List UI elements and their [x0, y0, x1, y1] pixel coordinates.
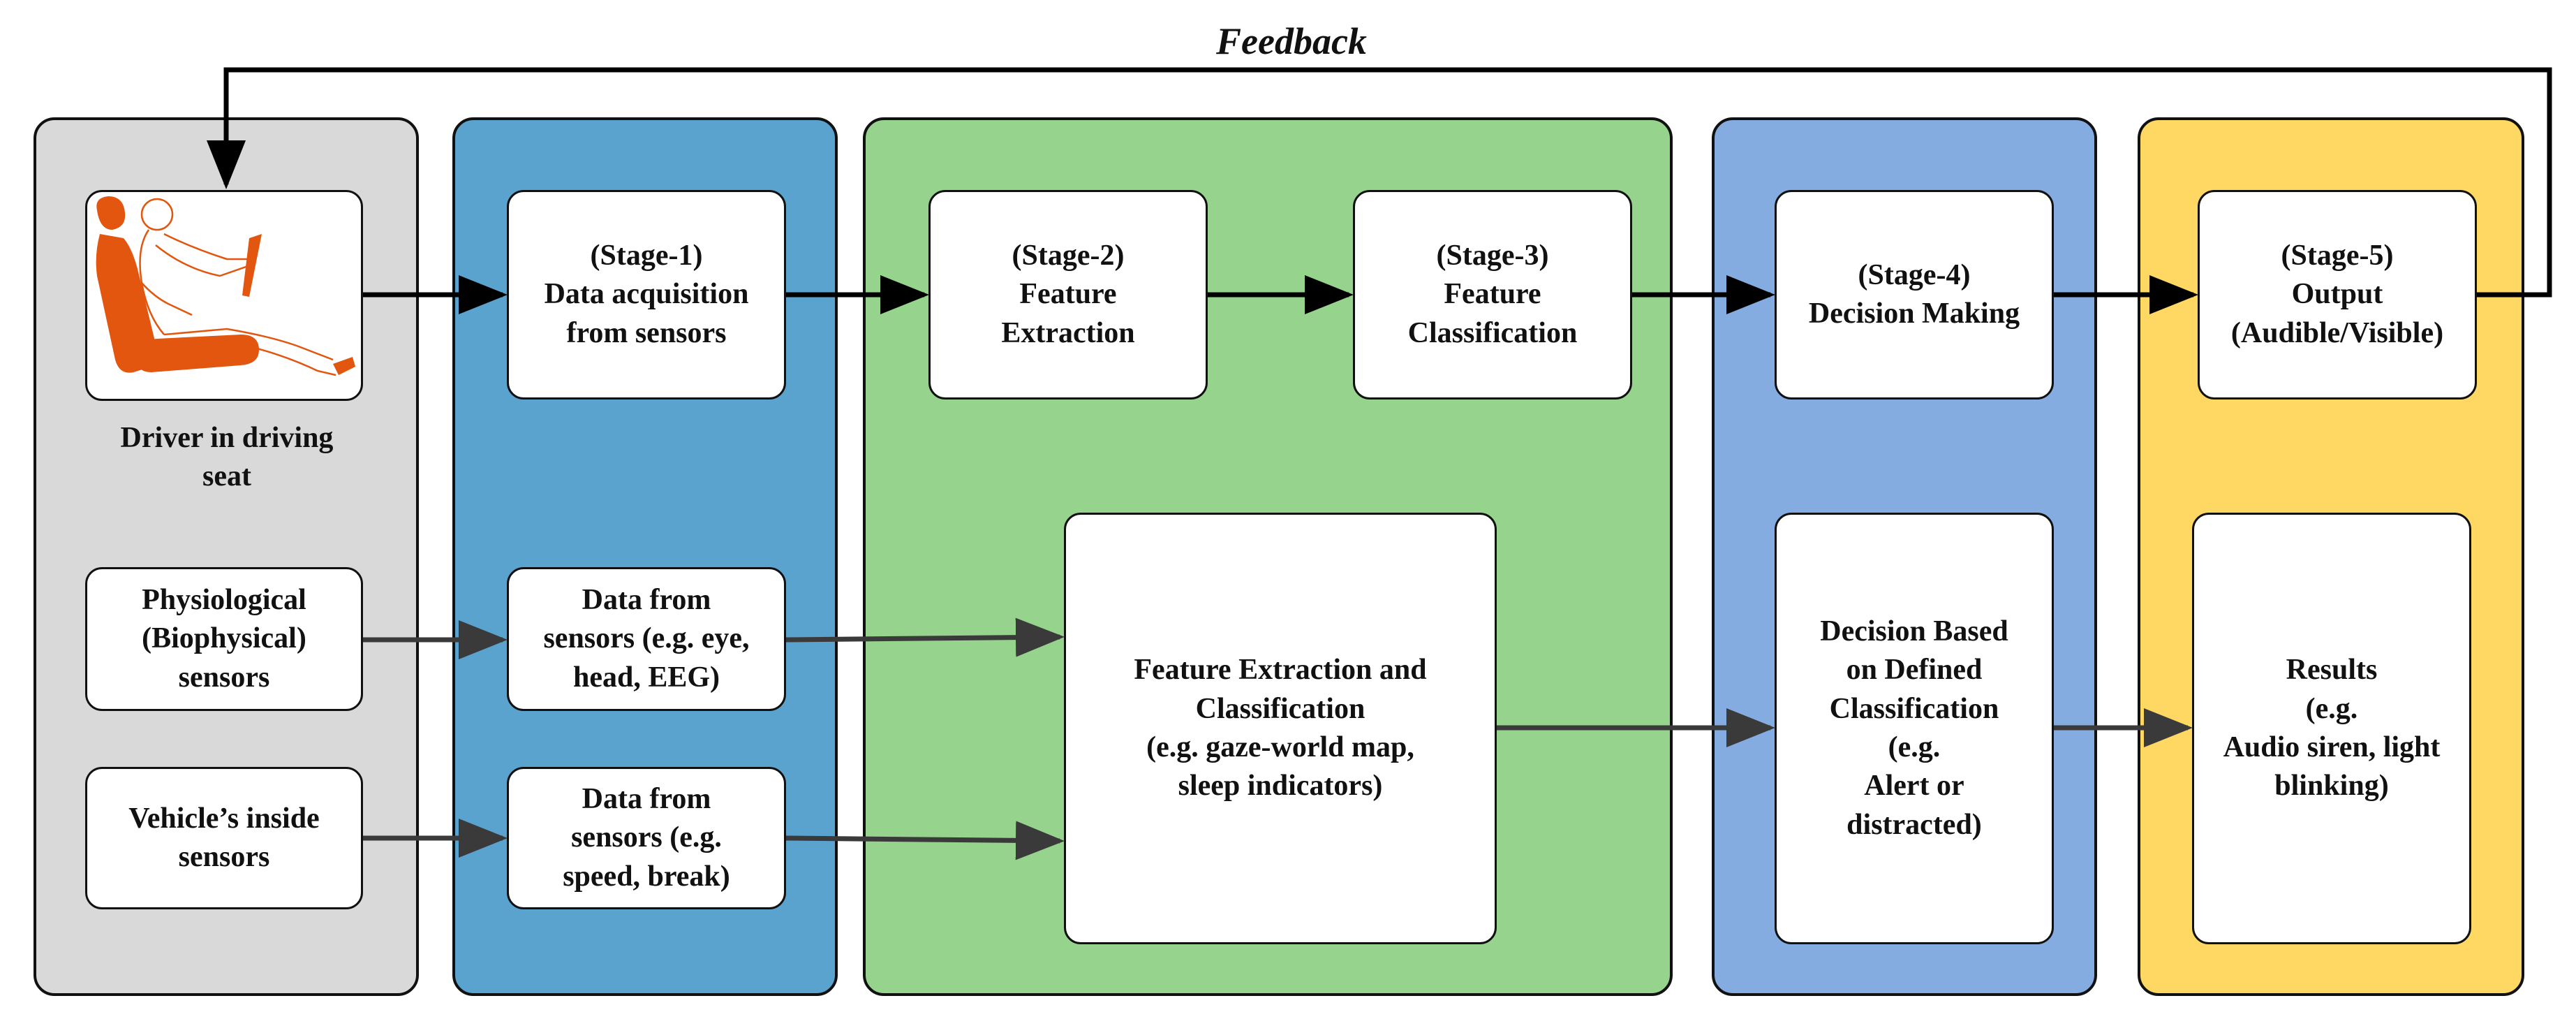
stage5-box: (Stage-5) Output (Audible/Visible)	[2198, 190, 2477, 400]
stage4-box: (Stage-4) Decision Making	[1775, 190, 2054, 400]
feature-classification-box: Feature Extraction and Classification (e…	[1064, 513, 1497, 944]
driver-label: Driver in driving seat	[120, 422, 334, 493]
arrow-bio-feature	[785, 617, 1065, 657]
vehicle-sensors-box: Vehicle’s inside sensors	[85, 767, 363, 909]
stage1-box: (Stage-1) Data acquisition from sensors	[507, 190, 786, 400]
data-bio-box: Data from sensors (e.g. eye, head, EEG)	[507, 567, 786, 711]
stage2-box: (Stage-2) Feature Extraction	[928, 190, 1208, 400]
driver-seat-icon	[96, 196, 355, 376]
data-vehicle-box: Data from sensors (e.g. speed, break)	[507, 767, 786, 909]
driver-image	[85, 190, 363, 401]
physiological-sensors-box: Physiological (Biophysical) sensors	[85, 567, 363, 711]
stage3-box: (Stage-3) Feature Classification	[1353, 190, 1632, 400]
decision-box: Decision Based on Defined Classification…	[1775, 513, 2054, 944]
feedback-label: Feedback	[1216, 20, 1367, 62]
feedback-arrow	[207, 67, 2552, 298]
arrow-vehicle-feature	[785, 821, 1065, 860]
results-box: Results (e.g. Audio siren, light blinkin…	[2192, 513, 2471, 944]
